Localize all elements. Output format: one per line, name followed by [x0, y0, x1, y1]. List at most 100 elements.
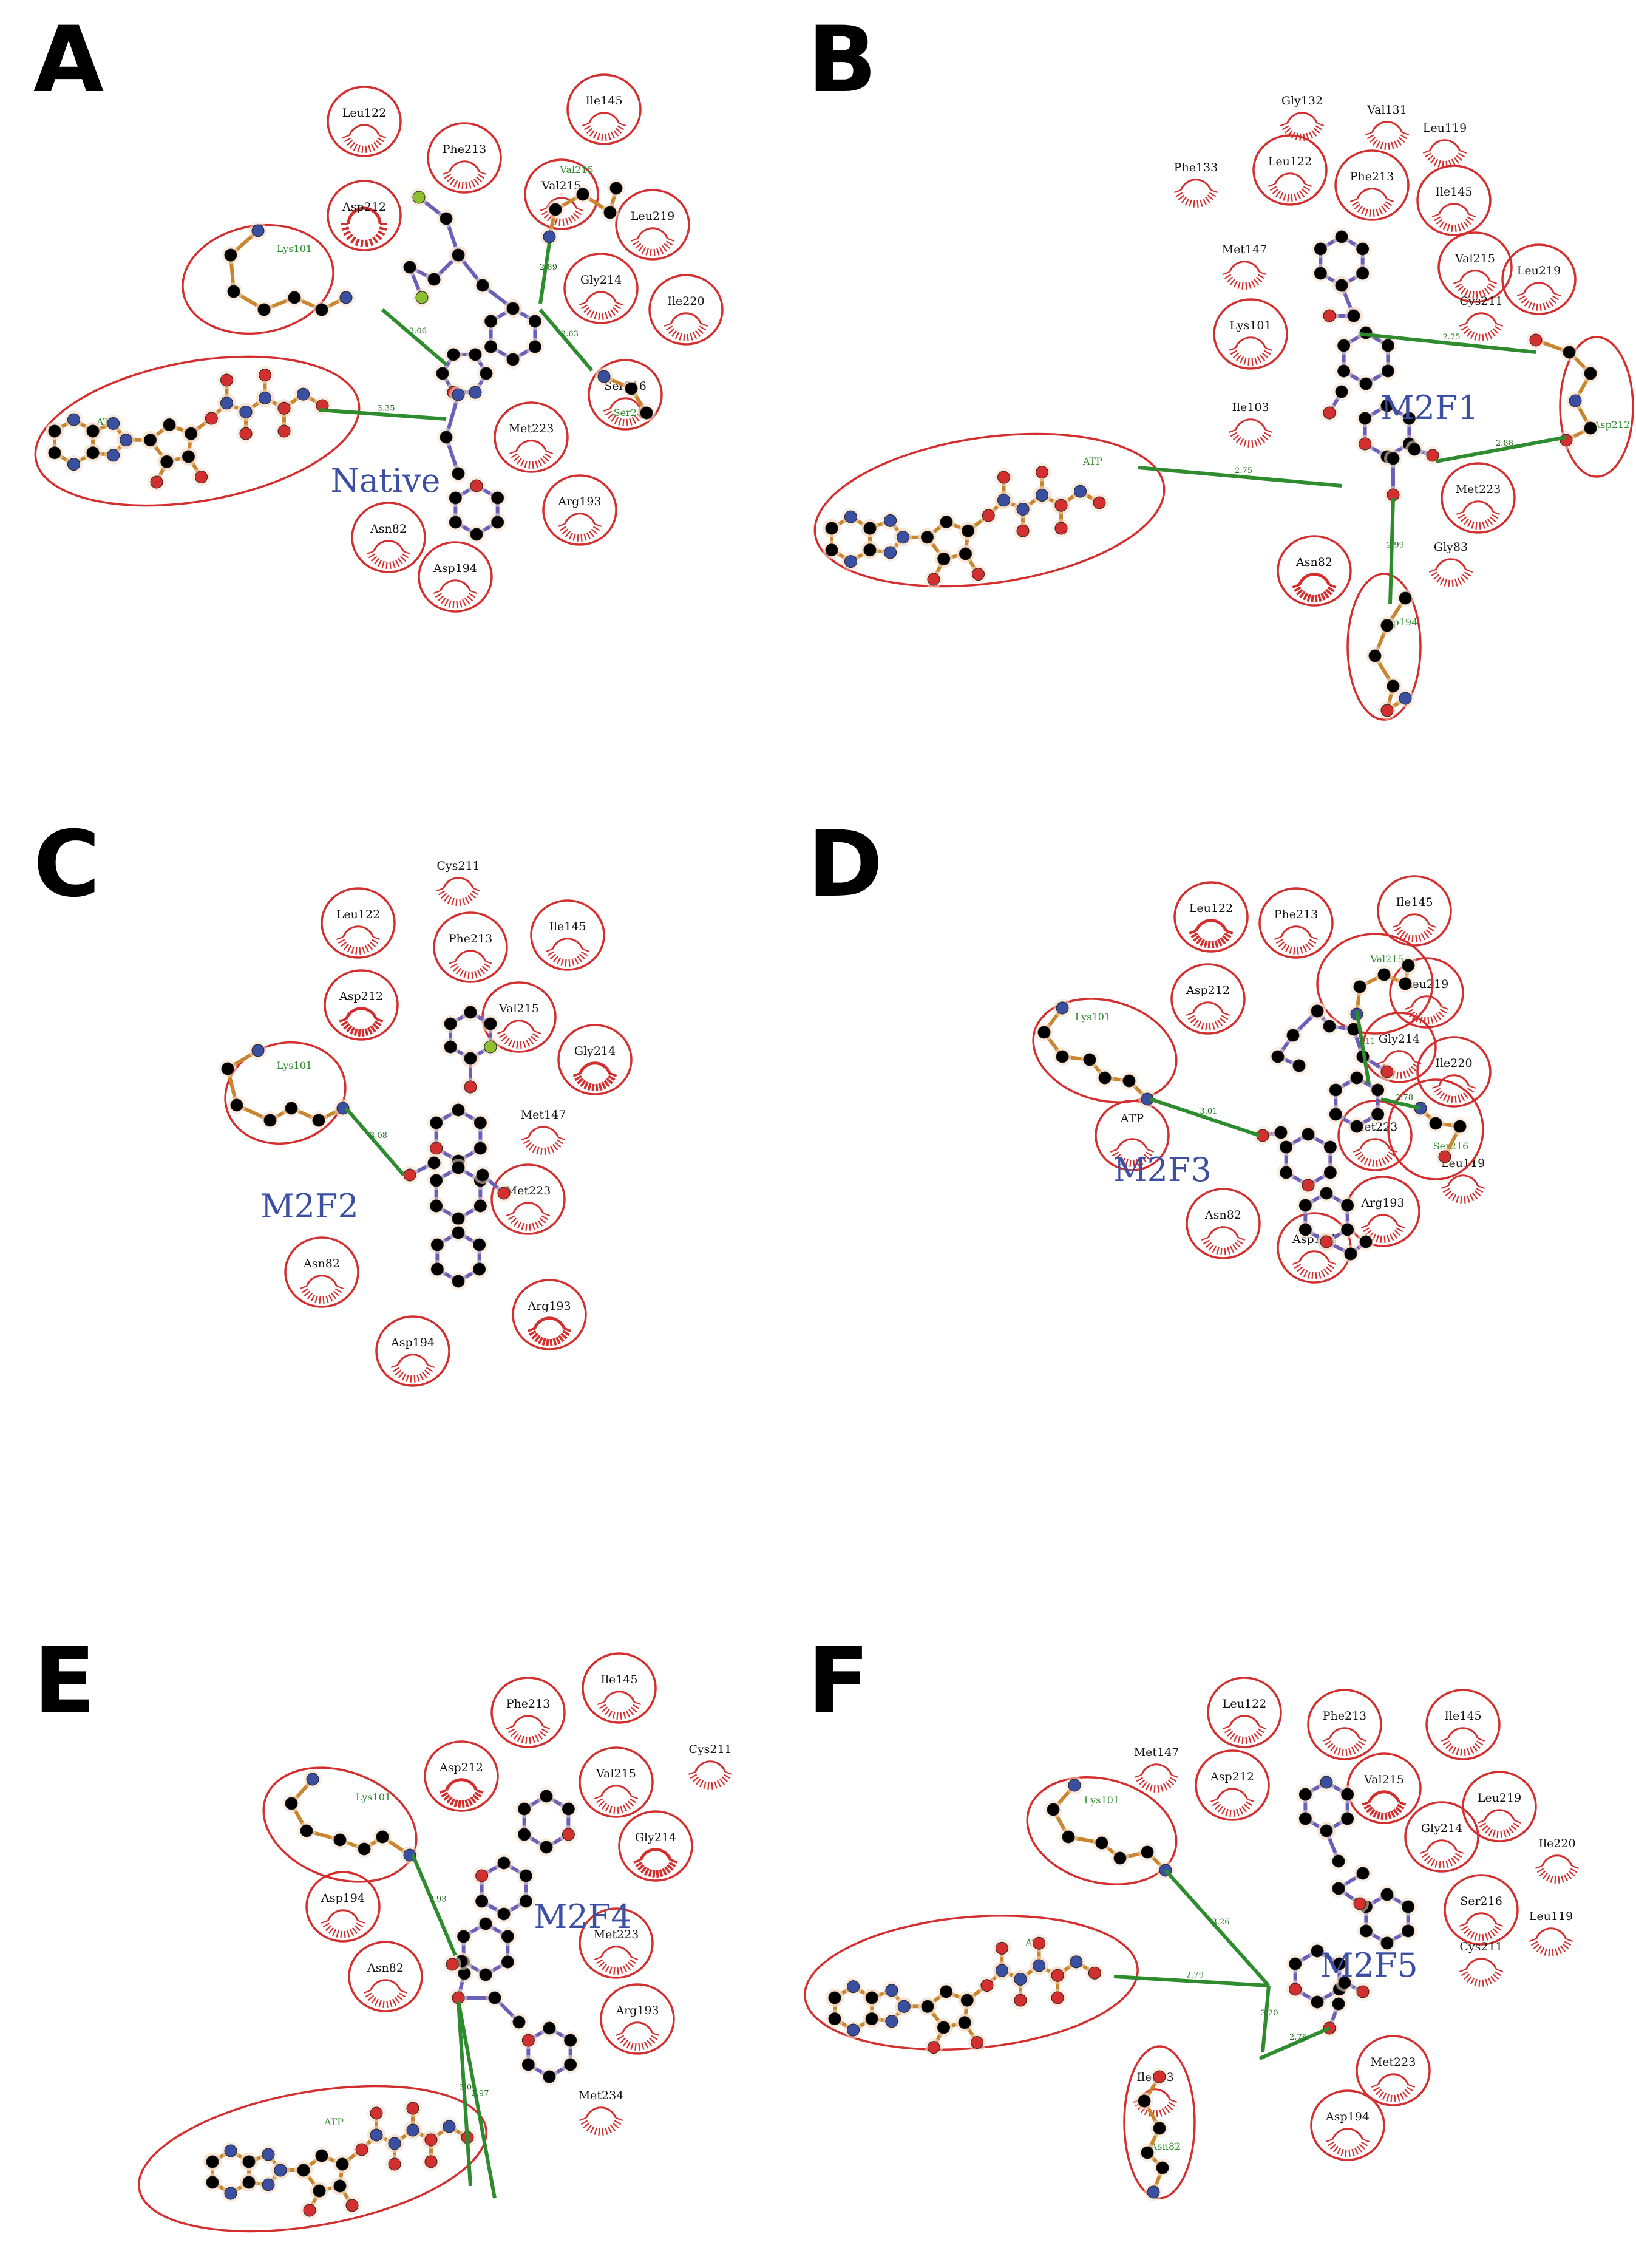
atom — [1030, 1956, 1048, 1975]
atom — [1332, 383, 1351, 401]
atom — [844, 2021, 863, 2040]
residue-label: Leu122 — [1223, 1697, 1266, 1711]
hydrogen-bond: 2.93 — [411, 1854, 457, 1956]
atom — [446, 513, 465, 531]
atom — [937, 513, 955, 531]
residue-val215: Val215 — [579, 1746, 654, 1818]
contact-arc — [1222, 261, 1267, 290]
hydrogen-bond: 2.99 — [1387, 497, 1404, 605]
atom — [471, 1139, 490, 1157]
residue-arg193: Arg193 — [542, 474, 617, 546]
atom — [1351, 978, 1369, 996]
bonded-group-val215: Val215 — [1316, 933, 1434, 1035]
atom — [1351, 1895, 1369, 1913]
residue-asp212: Asp212 — [324, 969, 399, 1041]
atom — [637, 404, 656, 422]
atom — [217, 371, 236, 389]
atom — [310, 1111, 328, 1129]
atom — [955, 2013, 974, 2032]
atp-molecule — [203, 2099, 477, 2219]
residue-phe213: Phe213 — [427, 122, 502, 194]
panel-letter: A — [33, 7, 104, 113]
atom — [1320, 1017, 1339, 1035]
atom — [237, 424, 255, 443]
residue-label: Asp194 — [433, 562, 477, 575]
atom — [1065, 1776, 1084, 1794]
bonded-group-label: Asp212 — [1593, 419, 1631, 431]
atom — [1153, 2159, 1172, 2177]
atom — [353, 2140, 371, 2159]
atom — [64, 455, 83, 474]
residue-ile220: Ile220 — [1535, 1837, 1580, 1884]
hydrogen-bond: 2.79 — [1113, 1971, 1269, 1987]
residue-label: Leu122 — [336, 908, 380, 921]
atom — [1384, 449, 1402, 468]
atom — [1396, 589, 1414, 607]
residue-val215: Val215 — [481, 981, 557, 1053]
residue-label: Phe213 — [443, 143, 487, 156]
distance-label: 3.11 — [1358, 1037, 1376, 1046]
atom — [313, 301, 331, 319]
atom — [385, 2134, 404, 2153]
residue-label: Asp212 — [339, 990, 383, 1003]
atom — [1011, 1970, 1030, 1989]
contact-arc — [1325, 2128, 1370, 2157]
atom — [1120, 1072, 1138, 1090]
atom — [466, 383, 484, 402]
residue-label: Arg193 — [615, 2004, 659, 2017]
atom — [428, 1260, 447, 1278]
atom — [449, 1989, 467, 2007]
atom — [1111, 1849, 1129, 1867]
contact-arc — [1362, 1790, 1407, 1820]
bonded-group-label: Lys101 — [277, 1060, 312, 1071]
residue-label: Met234 — [579, 2089, 624, 2102]
atom — [1299, 1176, 1317, 1194]
bonded-group-label: Asn82 — [1150, 2140, 1181, 2152]
residue-label: Asn82 — [367, 1961, 404, 1975]
atom — [1320, 404, 1339, 422]
atom — [237, 403, 255, 421]
atom — [601, 203, 619, 222]
residue-label: Val215 — [1454, 252, 1495, 265]
atom — [540, 2019, 558, 2037]
atom — [449, 1210, 467, 1228]
atom — [449, 386, 467, 404]
atom — [546, 200, 565, 219]
residue-label: Val215 — [541, 179, 582, 192]
atom — [844, 1977, 863, 1996]
atom — [1096, 1069, 1114, 1087]
contact-arc — [630, 227, 675, 256]
contact-arc — [521, 1126, 566, 1155]
residue-label: Leu219 — [1478, 1791, 1521, 1805]
residue-asp194: Asp194 — [1310, 2089, 1385, 2161]
atom — [427, 1171, 446, 1190]
atp-molecule — [826, 1934, 1104, 2057]
atom — [46, 443, 64, 462]
atom — [823, 540, 841, 559]
atom — [1342, 1245, 1360, 1263]
contact-arc — [1428, 558, 1473, 587]
bonded-group-lys101: Lys101 — [1026, 1776, 1178, 1885]
atom — [104, 446, 123, 465]
contact-arc — [1422, 139, 1467, 168]
hydrogen-bond: 3.11 — [1355, 1010, 1376, 1085]
contact-arc — [1360, 1214, 1405, 1243]
residue-val131: Val131 — [1365, 103, 1410, 150]
residue-met223: Met223 — [1356, 2035, 1431, 2106]
contact-arc — [299, 1275, 344, 1304]
contact-arc — [615, 2021, 660, 2051]
hydrogen-bond: 3.08 — [344, 1107, 406, 1176]
atom — [495, 1854, 513, 1872]
contact-arc — [1201, 1226, 1246, 1255]
residue-ile145: Ile145 — [582, 1652, 657, 1724]
hydrogen-bond: 2.97 — [457, 2000, 497, 2199]
residue-asn82: Asn82 — [1186, 1188, 1261, 1259]
atom — [1067, 1952, 1085, 1971]
atom — [1144, 2183, 1163, 2201]
contact-arc — [579, 291, 623, 320]
distance-label: 3.08 — [370, 1131, 387, 1140]
contact-arc — [1228, 418, 1273, 448]
atom — [1375, 965, 1393, 984]
distance-label: 3.01 — [1200, 1107, 1218, 1116]
